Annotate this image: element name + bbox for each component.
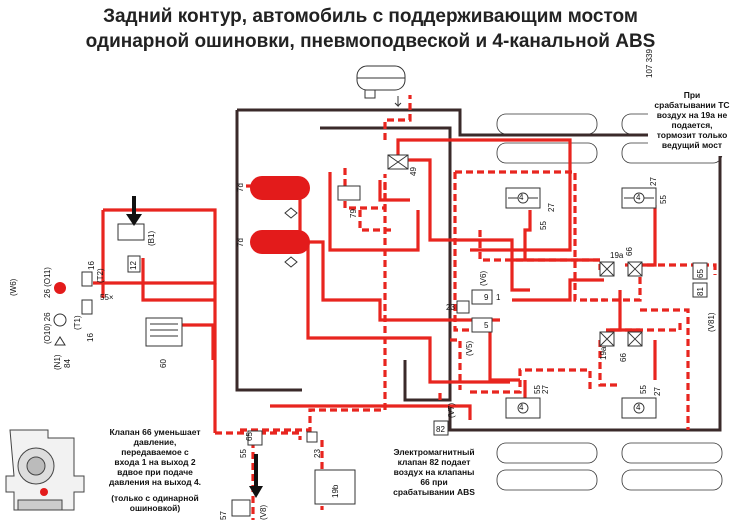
valve-82 [433,420,449,436]
valve-79 [337,185,361,201]
label-66-bottom: 66 [619,353,628,362]
label-65: 65 [245,432,254,441]
sensor-81 [692,282,708,298]
label-v5: (V5) [465,341,474,356]
valve-12 [127,255,141,273]
valve-t2 [81,271,93,287]
label-79: 79 [349,209,358,218]
valve-bl [505,397,541,419]
label-57: 57 [219,511,228,520]
label-27-tr: 27 [649,177,658,186]
label-4-tr: 4 [636,193,641,202]
note-box-top-right [648,86,736,156]
label-55x: 55× [100,293,114,302]
label-23-b: 23 [313,449,322,458]
label-4-br: 4 [636,403,641,412]
wheel-br2 [621,469,723,491]
label-w6: (W6) [9,278,18,296]
label-27-br: 27 [653,387,662,396]
label-55-tl: 55 [539,221,548,230]
wheel-br1 [621,442,723,464]
wheel-tl2 [496,142,598,164]
valve-23 [456,300,470,314]
label-t2: (T2) [96,268,105,283]
valve-9 [471,289,493,305]
wheel-tl1 [496,113,598,135]
label-19a-top: 19a [610,251,624,260]
label-16b: 16 [86,333,95,342]
air-bellows [356,65,406,108]
label-1v: 1 [496,293,501,302]
label-5: 5 [484,321,489,330]
label-o10: (O10) 26 [43,312,52,344]
valve-b1 [117,223,145,241]
label-19b: 19b [331,484,340,498]
sensor-65r [692,262,708,280]
label-55-bl: 55 [533,385,542,394]
label-66-top: 66 [625,247,634,256]
label-v7: (V7) [447,403,456,418]
air-lines-solid [93,138,657,433]
valve-23b [306,431,318,443]
valve-tr [621,187,657,209]
label-27-tl: 27 [547,203,556,212]
label-23: 23 [446,303,455,312]
label-55-b: 55 [239,449,248,458]
label-v8: (V8) [259,505,268,520]
label-27-bl: 27 [541,385,550,394]
title-line-2: одинарной ошиновки, пневмоподвеской и 4-… [85,31,656,52]
gauge-o10 [53,313,67,327]
label-7d-top: 7d [236,183,245,192]
label-t1: (T1) [73,315,82,330]
label-4-tl: 4 [519,193,524,202]
label-4-bl: 4 [519,403,524,412]
valve-5 [471,317,493,333]
valve-65 [247,430,263,446]
label-12: 12 [129,261,138,270]
wheel-bl2 [496,469,598,491]
label-49: 49 [409,167,418,176]
drawing-number: 107 339 [645,49,654,78]
label-v81: (V81) [707,312,716,332]
label-60: 60 [159,359,168,368]
valve-tl [505,187,541,209]
diagram-title: Задний контур, автомобиль с поддерживающ… [0,4,741,54]
label-o11: 26 (O11) [43,267,52,298]
label-55-br: 55 [639,385,648,394]
label-16a: 16 [87,261,96,270]
sensor-n1 [54,336,66,346]
valve-66-illustration [5,429,85,511]
valve-t1 [81,299,93,315]
label-65r: 65 [696,269,705,278]
label-81: 81 [696,287,705,296]
label-v6: (V6) [479,271,488,286]
label-82: 82 [436,425,445,434]
wheel-bl1 [496,442,598,464]
air-tank-bottom: 7d [236,230,310,268]
label-9: 9 [484,293,489,302]
valve-br [621,397,657,419]
label-7d-bottom: 7d [236,238,245,247]
warning-lamp-w6 [54,282,66,294]
ecu-60 [145,317,183,347]
title-line-1: Задний контур, автомобиль с поддерживающ… [103,6,638,27]
label-19a-bottom: 19a [599,346,608,360]
wheel-outlines [496,113,723,491]
valve-symbols [150,154,654,414]
label-n1: (N1) [53,354,62,370]
air-tank-top: 7d [236,176,310,219]
valve-19b [314,469,356,505]
label-55-tr: 55 [659,195,668,204]
valve-57 [231,499,251,517]
label-b1: (B1) [147,231,156,246]
label-84: 84 [63,359,72,368]
